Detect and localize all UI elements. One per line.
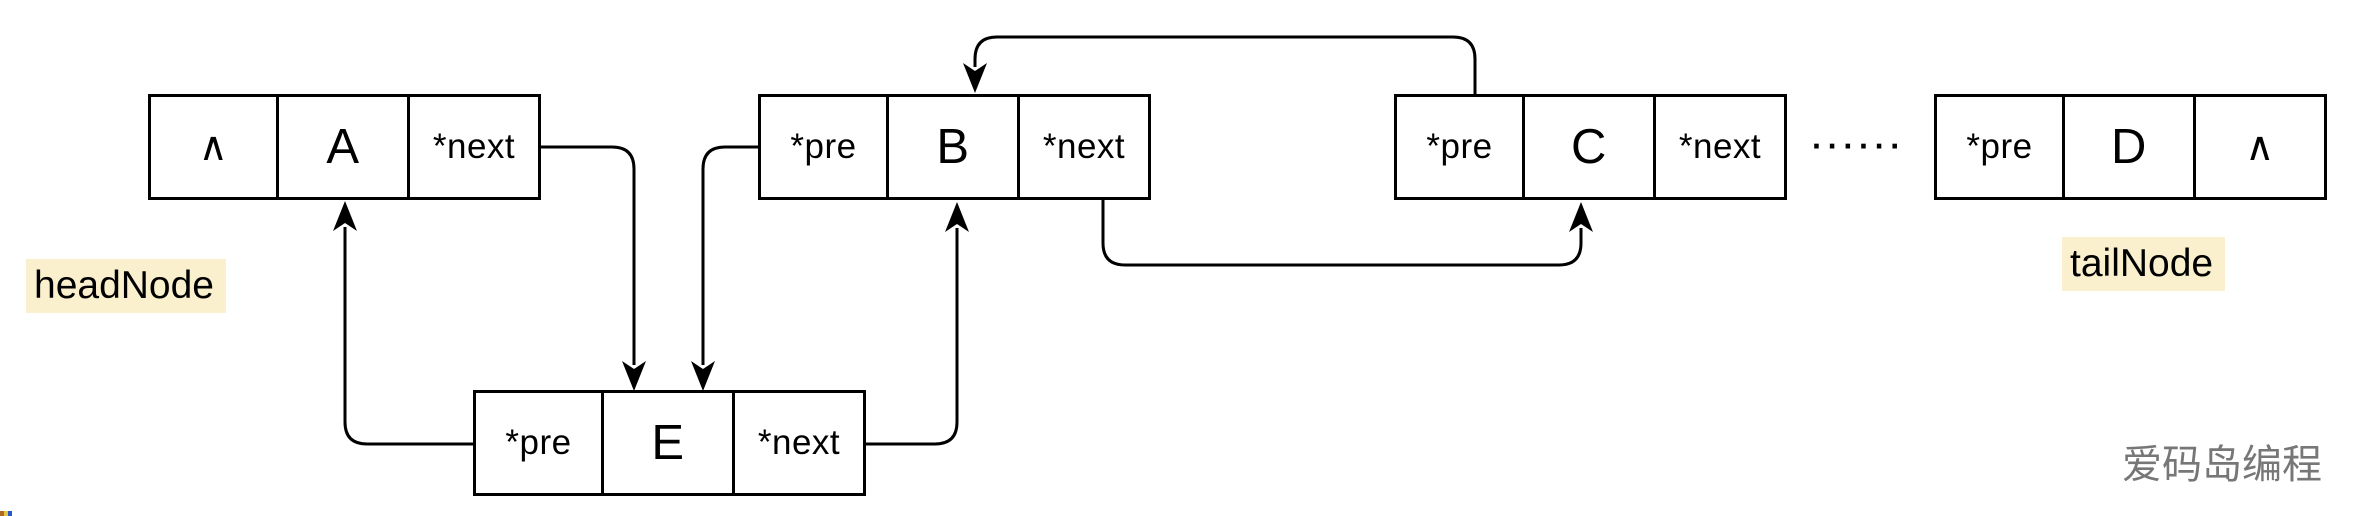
arrow-a-next-to-e bbox=[540, 145, 636, 365]
node-b-data-cell: B bbox=[889, 94, 1020, 200]
node-b: *pre B *next bbox=[758, 94, 1151, 200]
head-node-label: headNode bbox=[26, 259, 226, 313]
corner-pixel-artifact bbox=[0, 511, 12, 516]
node-c-pre-cell: *pre bbox=[1394, 94, 1525, 200]
tail-node-label: tailNode bbox=[2062, 237, 2226, 291]
node-b-pre-cell: *pre bbox=[758, 94, 889, 200]
node-e-data-cell: E bbox=[604, 390, 735, 496]
node-c-data-cell: C bbox=[1525, 94, 1656, 200]
arrowhead-up-b bbox=[945, 202, 969, 232]
arrowhead-up-a bbox=[333, 201, 357, 231]
node-e-pre-cell: *pre bbox=[473, 390, 604, 496]
node-c-next-cell: *next bbox=[1656, 94, 1787, 200]
arrow-b-pre-to-e bbox=[701, 145, 758, 365]
node-b-next-cell: *next bbox=[1020, 94, 1151, 200]
node-a-data-cell: A bbox=[279, 94, 410, 200]
arrowhead-up-c bbox=[1569, 202, 1593, 232]
node-d-pre-cell: *pre bbox=[1934, 94, 2065, 200]
arrow-e-pre-to-a bbox=[343, 227, 473, 446]
node-d-data-cell: D bbox=[2065, 94, 2196, 200]
arrowhead-down-e-left bbox=[622, 361, 646, 391]
node-a-next-cell: *next bbox=[410, 94, 541, 200]
node-c: *pre C *next bbox=[1394, 94, 1787, 200]
node-a-pre-cell: ∧ bbox=[148, 94, 279, 200]
arrow-b-next-to-c bbox=[1101, 200, 1583, 267]
node-e-next-cell: *next bbox=[735, 390, 866, 496]
node-a: ∧ A *next bbox=[148, 94, 541, 200]
arrow-c-pre-to-b bbox=[973, 35, 1477, 94]
arrow-e-next-to-b bbox=[866, 228, 959, 446]
watermark-text: 爱码岛编程 bbox=[2122, 442, 2322, 488]
arrowhead-down-e-right bbox=[691, 361, 715, 391]
arrowhead-down-b bbox=[963, 63, 987, 93]
node-d: *pre D ∧ bbox=[1934, 94, 2327, 200]
node-e: *pre E *next bbox=[473, 390, 866, 496]
node-d-null-cell: ∧ bbox=[2196, 94, 2327, 200]
ellipsis-dots: ······ bbox=[1812, 128, 1906, 164]
